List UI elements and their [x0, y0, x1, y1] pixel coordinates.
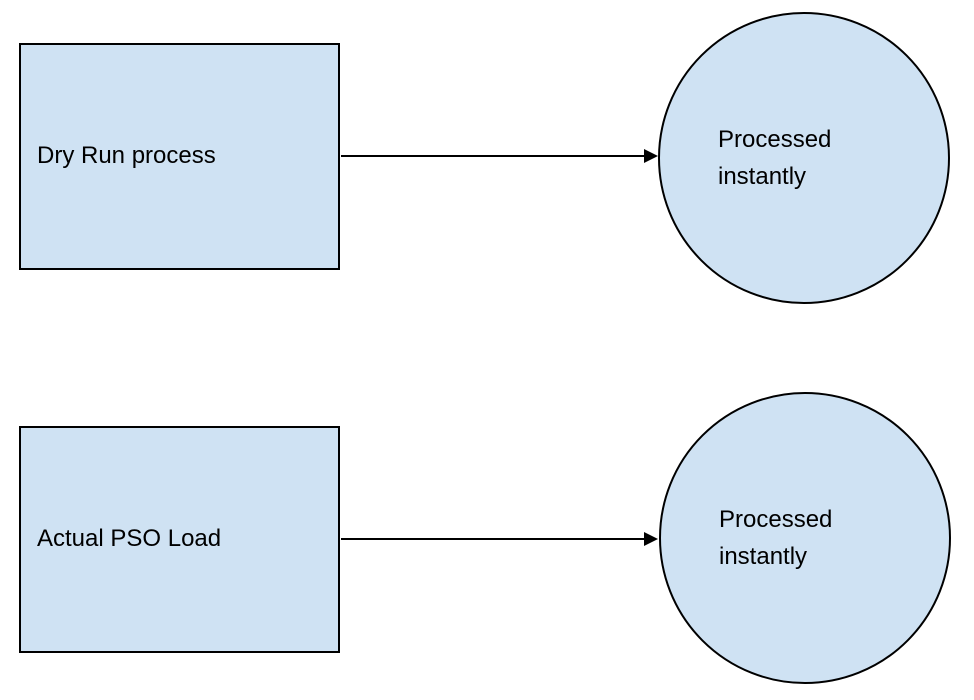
arrow-line [341, 538, 645, 540]
arrow-line [341, 155, 645, 157]
process-box-dry-run: Dry Run process [19, 43, 340, 270]
arrowhead-right-icon [644, 149, 658, 163]
arrow-dry-run-to-processed [341, 149, 658, 163]
arrowhead-right-icon [644, 532, 658, 546]
terminal-circle-dry-run-label: Processed instantly [718, 126, 832, 190]
arrow-actual-pso-to-processed [341, 532, 658, 546]
process-box-actual-pso-load-label: Actual PSO Load [37, 525, 222, 553]
process-box-dry-run-label: Dry Run process [37, 142, 216, 170]
terminal-circle-actual-pso: Processed instantly [659, 392, 951, 684]
terminal-circle-dry-run: Processed instantly [658, 12, 950, 304]
terminal-circle-actual-pso-label: Processed instantly [719, 506, 833, 570]
process-box-actual-pso-load: Actual PSO Load [19, 426, 340, 653]
